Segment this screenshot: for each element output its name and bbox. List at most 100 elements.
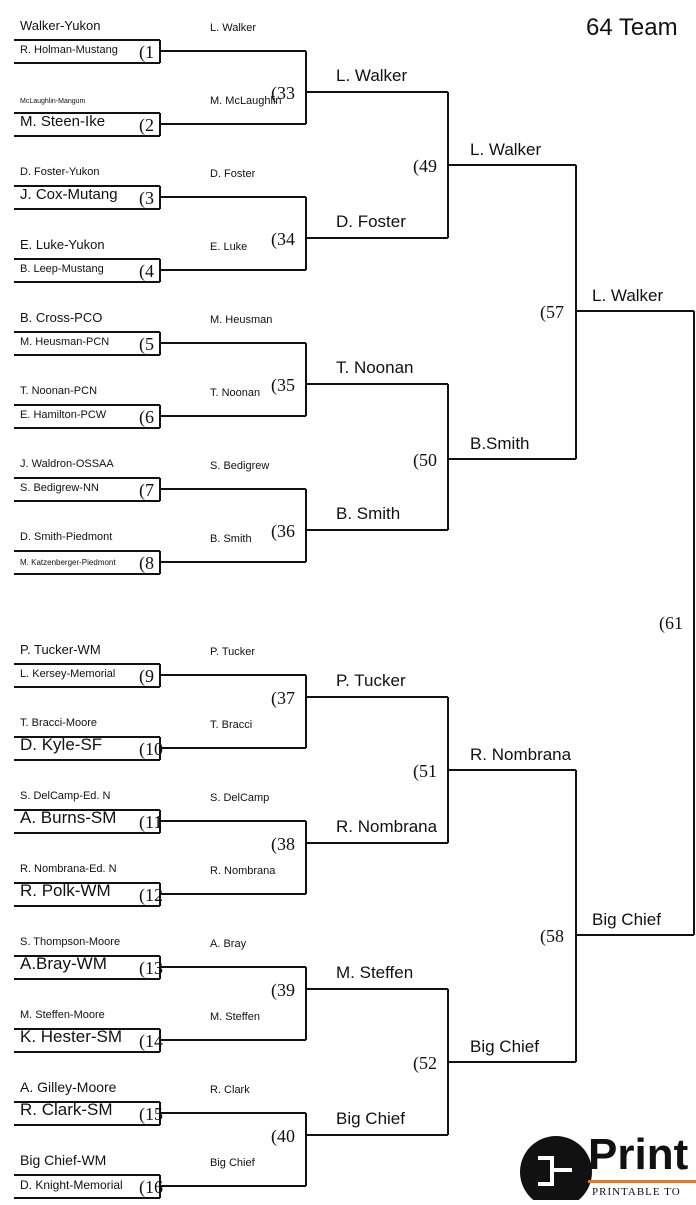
round1-winner: S. Bedigrew (210, 460, 270, 472)
match-number: (52 (413, 1053, 437, 1073)
round1-winner: P. Tucker (210, 646, 256, 658)
round1-winner: M. Heusman (210, 314, 273, 326)
entrant-b: R. Holman-Mustang (20, 44, 118, 56)
match-number: (4 (139, 261, 154, 281)
entrant-b: B. Leep-Mustang (20, 263, 104, 275)
match-number: (7 (139, 480, 154, 500)
match-number: (16 (139, 1177, 163, 1197)
match-number: (37 (271, 688, 295, 708)
logo-underline (588, 1180, 696, 1183)
match-number: (3 (139, 188, 154, 208)
entrant-a: E. Luke-Yukon (20, 237, 105, 252)
match-number: (38 (271, 834, 295, 854)
round1-winner: B. Smith (210, 533, 252, 545)
round2-winner: M. Steffen (336, 963, 414, 982)
match-number: (15 (139, 1104, 163, 1124)
round1-winner: L. Walker (210, 22, 257, 34)
entrant-b: A. Burns-SM (20, 808, 117, 827)
match-number: (36 (271, 521, 295, 541)
match-number: (49 (413, 156, 437, 176)
match-number: (5 (139, 334, 154, 354)
round2-winner: P. Tucker (336, 671, 406, 690)
round2-winner: T. Noonan (336, 358, 414, 377)
round2-winner: Big Chief (336, 1109, 405, 1128)
entrant-b: R. Clark-SM (20, 1100, 113, 1119)
entrant-a: P. Tucker-WM (20, 642, 101, 657)
round1-winner: S. DelCamp (210, 792, 270, 804)
round4-winner: L. Walker (592, 286, 664, 305)
round1-winner: M. McLaughlin (210, 95, 282, 107)
logo-tagline: PRINTABLE TO (592, 1186, 681, 1198)
match-number: (39 (271, 980, 295, 1000)
round3-winner: R. Nombrana (470, 745, 572, 764)
round3-winner: L. Walker (470, 140, 542, 159)
entrant-b: M. Katzenberger-Piedmont (20, 558, 116, 567)
round2-winner: D. Foster (336, 212, 406, 231)
entrant-b: S. Bedigrew-NN (20, 482, 99, 494)
match-number: (9 (139, 666, 154, 686)
round2-winner: R. Nombrana (336, 817, 438, 836)
bracket-title: 64 Team (586, 14, 678, 41)
entrant-a: McLaughlin-Mangum (20, 98, 86, 105)
entrant-a: Big Chief-WM (20, 1152, 107, 1168)
entrant-b: M. Steen-Ike (20, 113, 106, 130)
entrant-b: M. Heusman-PCN (20, 336, 110, 348)
entrant-b: J. Cox-Mutang (20, 186, 118, 203)
entrant-a: D. Foster-Yukon (20, 166, 100, 178)
entrant-a: B. Cross-PCO (20, 310, 103, 325)
match-number: (14 (139, 1031, 163, 1051)
entrant-a: M. Steffen-Moore (20, 1009, 105, 1021)
match-number: (8 (139, 553, 154, 573)
entrant-a: A. Gilley-Moore (20, 1079, 117, 1095)
round4-winner: Big Chief (592, 910, 661, 929)
entrant-b: D. Knight-Memorial (20, 1178, 123, 1192)
match-number: (51 (413, 761, 437, 781)
logo-wordmark: Print (588, 1130, 689, 1179)
match-number: (50 (413, 450, 437, 470)
entrant-a: D. Smith-Piedmont (20, 531, 113, 543)
round1-winner: R. Nombrana (210, 865, 276, 877)
round2-winner: B. Smith (336, 504, 401, 523)
entrant-b: K. Hester-SM (20, 1027, 123, 1046)
match-number: (2 (139, 115, 154, 135)
match-number: (6 (139, 407, 154, 427)
entrant-a: J. Waldron-OSSAA (20, 458, 114, 470)
match-number: (11 (139, 812, 163, 832)
round1-winner: M. Steffen (210, 1011, 260, 1023)
match-number: (40 (271, 1126, 295, 1146)
entrant-b: D. Kyle-SF (20, 735, 103, 754)
round3-winner: B.Smith (470, 434, 530, 453)
match-number: (13 (139, 958, 163, 978)
bracket-logo-icon (520, 1136, 592, 1205)
entrant-b: R. Polk-WM (20, 881, 111, 900)
match-number: (12 (139, 885, 163, 905)
entrant-a: R. Nombrana-Ed. N (20, 863, 117, 875)
entrant-b: A.Bray-WM (20, 954, 107, 973)
entrant-b: L. Kersey-Memorial (20, 668, 116, 680)
printable-logo (516, 1132, 696, 1205)
round1-winner: R. Clark (210, 1084, 250, 1096)
round3-winner: Big Chief (470, 1037, 539, 1056)
match-number: (58 (540, 926, 564, 946)
match-number: (10 (139, 739, 163, 759)
round1-winner: T. Noonan (210, 387, 261, 399)
match-number: (33 (271, 83, 295, 103)
match-number: (34 (271, 229, 295, 249)
entrant-a: T. Bracci-Moore (20, 717, 98, 729)
round1-winner: E. Luke (210, 241, 248, 253)
entrant-a: S. Thompson-Moore (20, 936, 121, 948)
round1-winner: D. Foster (210, 168, 256, 180)
entrant-a: Walker-Yukon (20, 18, 101, 33)
entrant-a: S. DelCamp-Ed. N (20, 790, 111, 802)
match-number: (61 (659, 613, 683, 633)
match-number: (1 (139, 42, 154, 62)
entrant-a: T. Noonan-PCN (20, 385, 98, 397)
round2-winner: L. Walker (336, 66, 408, 85)
round1-winner: A. Bray (210, 938, 247, 950)
match-number: (35 (271, 375, 295, 395)
round1-winner: T. Bracci (210, 719, 253, 731)
round1-winner: Big Chief (210, 1157, 255, 1169)
entrant-b: E. Hamilton-PCW (20, 409, 107, 421)
match-number: (57 (540, 302, 564, 322)
